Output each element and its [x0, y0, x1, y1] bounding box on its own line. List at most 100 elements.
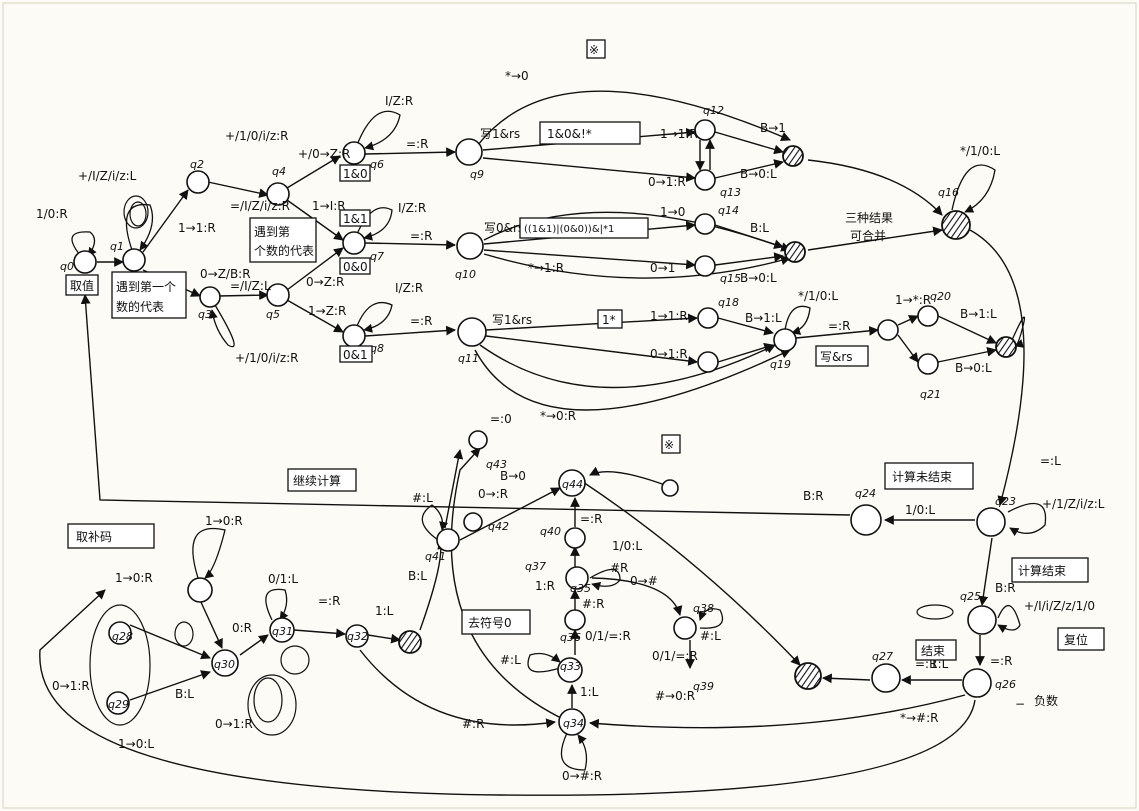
- edge-q31-q32: [293, 628, 346, 639]
- note-complement: 取补码: [67, 523, 155, 549]
- edge-label-star-arc: *→0: [505, 69, 529, 83]
- edge-label-q1-q2: 1→1:R: [178, 221, 216, 235]
- edge-q15-q23: [714, 252, 784, 266]
- edge-label-q1-q3: 0→Z/B:R: [200, 267, 251, 281]
- edge-label-q34-loop: 0→#:R: [562, 769, 602, 783]
- label-q23: q23: [995, 495, 1016, 508]
- state-q12: [694, 119, 716, 141]
- label-q43: q43: [486, 458, 507, 471]
- state-q43: [468, 430, 488, 450]
- loop-q0: [71, 231, 97, 257]
- scribble-q1: [123, 195, 149, 229]
- edge-q11-star: [479, 344, 776, 389]
- edge-label-q31-loop: 0/1:L: [268, 572, 298, 586]
- box-expr2: ((1&1)|(0&0))&|*1: [519, 217, 649, 239]
- edge-q7-q10: [364, 239, 456, 250]
- loop-q34: [560, 732, 588, 771]
- note-write-q17: 写&rs: [815, 345, 869, 367]
- edge-label-q5-q8: 1→Z:R: [308, 304, 346, 318]
- note-second-number: 遇到第 个数的代表: [249, 217, 317, 263]
- scribbles: [89, 195, 954, 736]
- svg-text:写&rs: 写&rs: [820, 350, 853, 364]
- edge-label-q23-loop: +/1/Z/i/z:L: [1042, 497, 1105, 511]
- loop-q29: [192, 528, 226, 579]
- svg-text:((1&1)|(0&0))&|*1: ((1&1)|(0&0))&|*1: [524, 224, 614, 235]
- state-q20l: [697, 351, 719, 373]
- label-q33: q33: [560, 660, 581, 673]
- state-q35: [557, 657, 583, 683]
- edge-label-q33-q34: #:R: [462, 717, 484, 731]
- state-q9: [455, 138, 483, 166]
- edge-label-q21-B: B→0:L: [955, 361, 992, 375]
- scribble-left: [89, 604, 151, 726]
- edge-q37-q38: [591, 577, 683, 616]
- edge-label-q14-B: B:L: [750, 221, 769, 235]
- edge-label-q1-loop: +/I/Z/i/z:L: [78, 169, 137, 183]
- edge-label-q38-q39: 0/1/=:R: [652, 649, 698, 663]
- state-q18: [697, 307, 719, 329]
- loop-q16: [951, 164, 996, 213]
- edge-q1-q2: [142, 189, 189, 253]
- edge-q17-q19: [795, 325, 879, 339]
- box-0and1: 0&1: [339, 345, 373, 363]
- svg-text:计算结束: 计算结束: [1018, 563, 1066, 578]
- edge-label-q8-loop: I/Z:R: [395, 281, 423, 295]
- edge-q30-q31: [239, 634, 269, 656]
- state-q20: [917, 305, 939, 327]
- label-q13: q13: [720, 186, 741, 199]
- loop-q31: [265, 588, 289, 621]
- edge-label-q40-q42: =:R: [580, 512, 602, 526]
- svg-text:个数的代表: 个数的代表: [254, 243, 314, 258]
- edge-q32-q33: [367, 633, 401, 644]
- edge-label-q7-loop: I/Z:R: [398, 201, 426, 215]
- label-q9: q9: [470, 168, 484, 181]
- edge-mid-q16: [807, 226, 943, 251]
- edge-label-q29-q30: B:L: [175, 687, 194, 701]
- state-q40: [564, 527, 586, 549]
- svg-text:继续计算: 继续计算: [293, 473, 341, 488]
- note-continue: 继续计算: [287, 468, 357, 492]
- box-1and1: 1&1: [339, 209, 371, 227]
- svg-text:复位: 复位: [1064, 632, 1088, 647]
- label-q8: q8: [370, 342, 384, 355]
- edge-q41-q42: [459, 487, 561, 541]
- label-q41: q41: [425, 550, 446, 563]
- state-q19: [877, 319, 899, 341]
- scribble-q31: [280, 645, 310, 675]
- loop-q38: [698, 608, 724, 629]
- edge-label-q28-loop: 1→0:R: [115, 571, 153, 585]
- edge-q10-star: [483, 253, 791, 279]
- edge-label-q34-q35: 1:L: [580, 685, 599, 699]
- edge-q11-q17b: [474, 349, 791, 411]
- label-q19: q19: [770, 358, 791, 371]
- edge-q10-q15: [483, 249, 696, 270]
- label-q40: q40: [540, 525, 561, 538]
- edge-label-q4-q6: +/0→Z:R: [298, 147, 350, 161]
- loop-q37: [589, 568, 621, 591]
- edge-label-q25-loop: +/I/i/Z/z/1/0: [1024, 599, 1095, 613]
- scribble-q30-inner: [253, 677, 283, 723]
- edge-label-q19-bits: 1→*:R: [895, 293, 931, 307]
- note-finished: 计算结束: [1011, 557, 1089, 583]
- edge-q26-q28: [39, 589, 976, 796]
- svg-text:去符号0: 去符号0: [468, 615, 512, 630]
- state-q14: [694, 213, 716, 235]
- svg-text:※: ※: [589, 43, 599, 57]
- edge-q28-q30: [129, 624, 211, 660]
- edge-q19-q21: [897, 334, 919, 363]
- edge-label-q8-q11: =:R: [410, 314, 432, 328]
- edge-label-q6-q9: =:R: [406, 137, 428, 151]
- label-q27: q27: [872, 650, 893, 663]
- scribble-mid-left: [174, 621, 194, 647]
- note-end: 结束: [915, 639, 957, 661]
- state-q38: [673, 616, 697, 640]
- label-q26: q26: [995, 678, 1016, 691]
- box-star-mid: ※: [661, 434, 681, 454]
- edge-q26-q34: [589, 694, 966, 729]
- edge-label-q32-q33: 1:L: [375, 604, 394, 618]
- edge-label-q39: #→0:R: [655, 689, 695, 703]
- edge-q41-q43: [444, 449, 464, 529]
- label-q12: q12: [703, 104, 724, 117]
- edge-label-q5-q7: 0→Z:R: [306, 275, 344, 289]
- label-q2: q2: [190, 158, 204, 171]
